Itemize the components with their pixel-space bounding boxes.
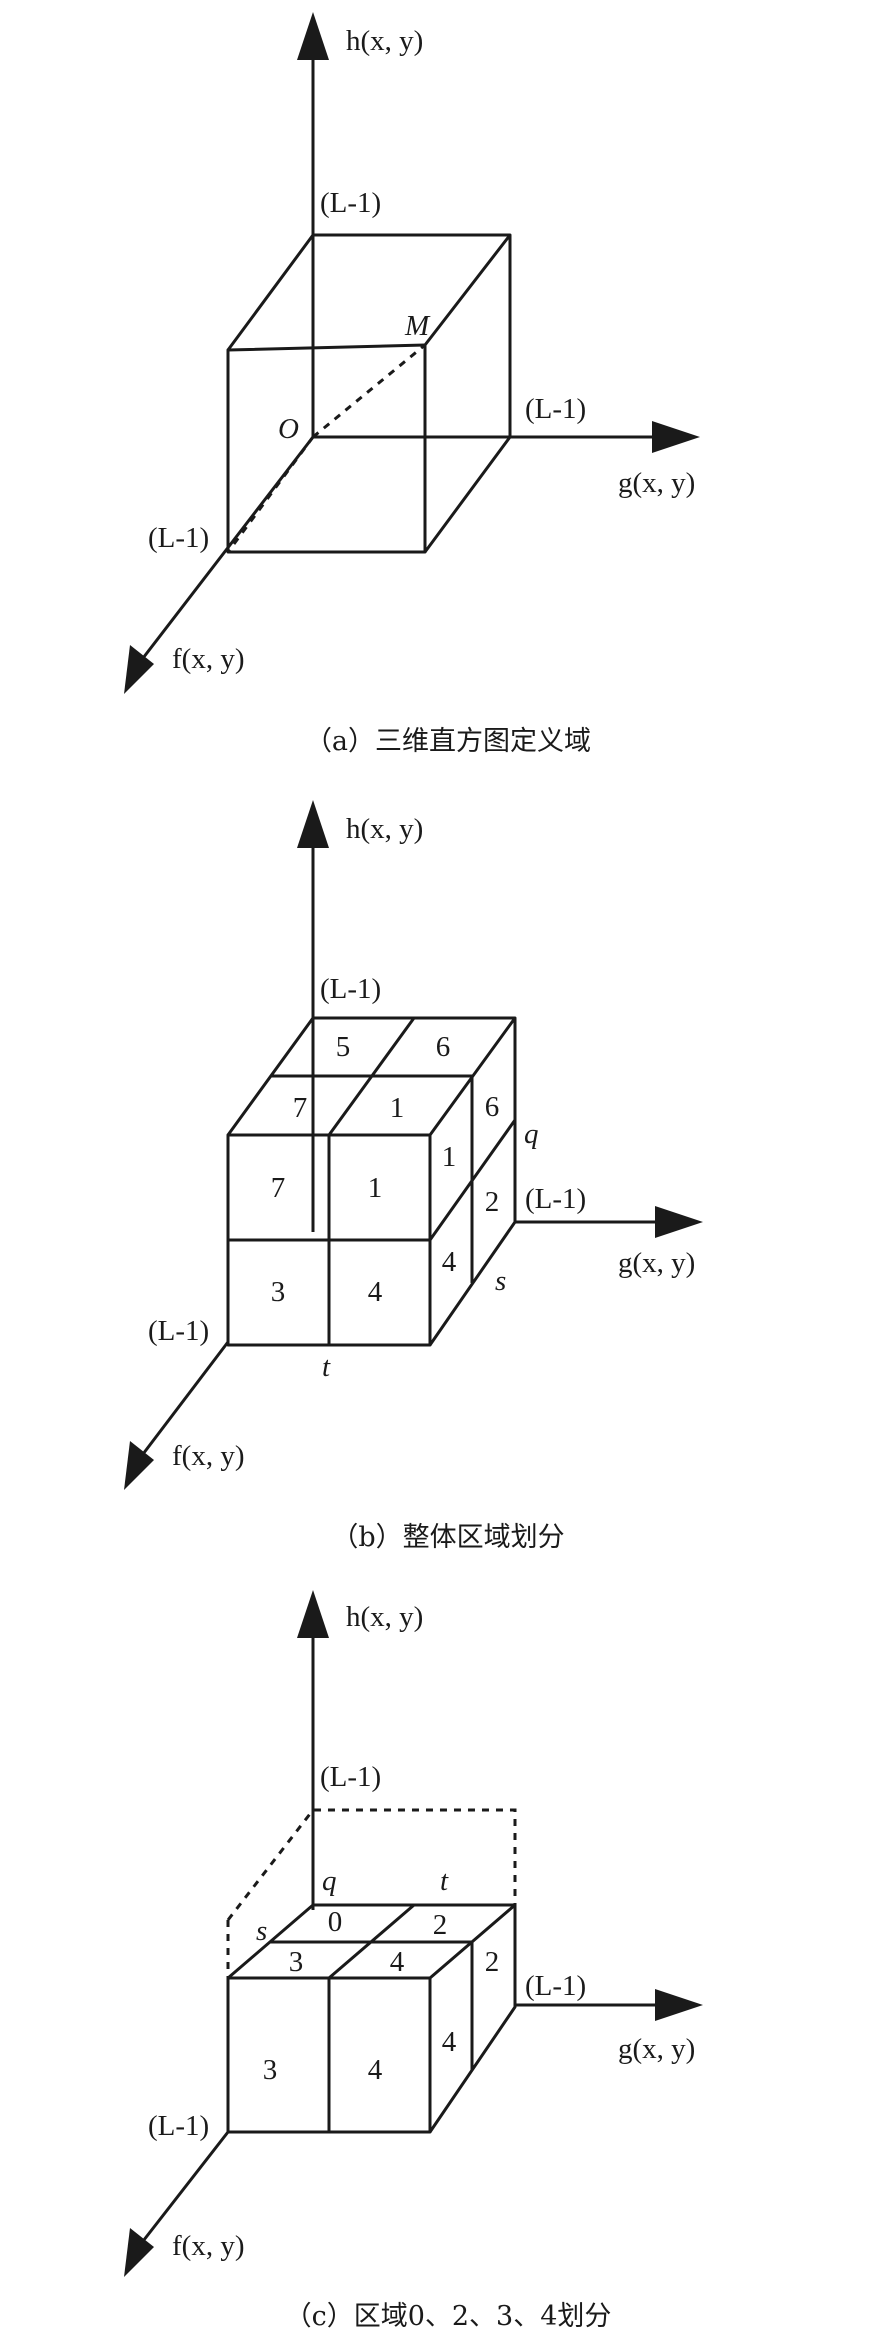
cube-right-face [423,235,512,553]
diagonal-om [312,343,426,439]
right-mid-h [428,1119,517,1241]
top-back-right: 2 [433,1909,448,1941]
t-label: t [322,1351,331,1383]
g-axis-arrowhead [655,1989,703,2021]
caption-a: （a）三维直方图定义域 [305,726,591,757]
cube-front-face [226,343,427,554]
top-front-right: 1 [390,1092,405,1124]
g-axis-arrowhead [655,1206,703,1238]
h-axis-label: h(x, y) [346,1601,423,1633]
top-front-right: 4 [390,1946,405,1978]
top-front-left: 3 [289,1946,304,1978]
f-axis-arrowhead [124,645,154,694]
right-bottom-back: 2 [485,1186,500,1218]
s-label: s [495,1265,506,1297]
top-back-left: 5 [336,1031,351,1063]
right-bottom-front: 4 [442,1246,457,1278]
panel-b: 5 6 7 1 7 1 3 4 1 6 4 2 h(x, y) (L-1) (L… [124,800,703,1553]
right-face-outline [428,1905,517,2133]
front-right: 4 [368,2054,383,2086]
g-max-label: (L-1) [525,393,586,425]
front-left: 3 [263,2054,278,2086]
q-label: q [524,1118,539,1150]
top-back-right: 6 [436,1031,451,1063]
g-max-label: (L-1) [525,1970,586,2002]
right-face-outline [428,1018,517,1346]
h-axis-arrowhead [297,1590,329,1638]
h-max-label: (L-1) [320,187,381,219]
g-axis-arrowhead [652,421,700,453]
g-axis-label: g(x, y) [618,1247,695,1279]
h-axis-arrowhead [297,12,329,60]
right-back: 2 [485,1946,500,1978]
caption-c: （c）区域0、2、3、4划分 [285,2301,612,2332]
h-axis-label: h(x, y) [346,25,423,57]
f-axis-arrowhead [124,1441,154,1490]
f-axis-label: f(x, y) [172,2230,244,2262]
cube-top-face [226,233,512,351]
panel-a: h(x, y) (L-1) (L-1) (L-1) g(x, y) f(x, y… [124,12,700,757]
front-top-left: 7 [271,1172,286,1204]
panel-c: 0 2 3 4 3 4 4 2 h(x, y) (L-1) (L-1) (L-1… [124,1590,703,2332]
t-label: t [440,1865,449,1897]
origin-label: O [278,413,299,445]
f-axis-arrowhead [124,2228,154,2277]
top-front-left: 7 [293,1092,308,1124]
front-bottom-left: 3 [271,1276,286,1308]
front-top-right: 1 [368,1172,383,1204]
g-axis-label: g(x, y) [618,2033,695,2065]
g-max-label: (L-1) [525,1183,586,1215]
f-max-label: (L-1) [148,2110,209,2142]
removed-upper-outline [226,1808,517,1921]
right-top-front: 1 [442,1141,457,1173]
g-axis-label: g(x, y) [618,467,695,499]
q-label: q [322,1865,337,1897]
f-max-label: (L-1) [148,522,209,554]
h-max-label: (L-1) [320,1761,381,1793]
h-axis-label: h(x, y) [346,813,423,845]
h-max-label: (L-1) [320,973,381,1005]
f-axis [138,1341,230,1459]
right-front: 4 [442,2026,457,2058]
corner-m-label: M [404,310,431,342]
s-label: s [256,1915,267,1947]
f-max-label: (L-1) [148,1315,209,1347]
f-axis [138,2131,230,2246]
front-bottom-right: 4 [368,1276,383,1308]
f-axis-label: f(x, y) [172,1440,244,1472]
h-axis-arrowhead [297,800,329,848]
top-back-left: 0 [328,1906,343,1938]
caption-b: （b）整体区域划分 [331,1522,564,1553]
hidden-edge-f [226,436,315,553]
f-axis-label: f(x, y) [172,643,244,675]
right-top-back: 6 [485,1091,500,1123]
